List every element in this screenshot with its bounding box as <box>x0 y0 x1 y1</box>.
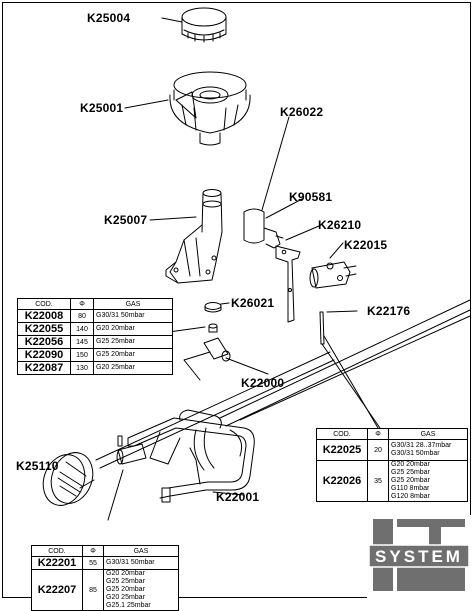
gas-cell: G20 20mbar G25 25mbar G25 20mbar G20 25m… <box>103 569 179 611</box>
gas-line: G110 8mbar <box>391 485 430 492</box>
gas-line: G30/31 28..37mbar <box>391 442 452 449</box>
control-knob-drawing <box>42 452 94 506</box>
header-cod: COD. <box>316 428 368 440</box>
gas-line: G30/31 50mbar <box>96 312 145 319</box>
table-row: K22008 80 G30/31 50mbar <box>17 309 173 323</box>
thermocouple-shield-drawing <box>243 208 284 249</box>
phi-cell: 145 <box>70 335 94 349</box>
code-cell: K22207 <box>31 569 83 611</box>
gas-cell: G30/31 50mbar <box>103 556 179 570</box>
table-row: K22026 35 G20 20mbar G25 25mbar G25 20mb… <box>316 460 468 502</box>
gas-cell: G20 20mbar G25 25mbar G25 20mbar G110 8m… <box>388 460 468 502</box>
phi-cell: 140 <box>70 322 94 336</box>
injector-drawing <box>203 323 231 362</box>
gas-line: G25 25mbar <box>106 578 145 585</box>
table-row: K22025 20 G30/31 28..37mbar G30/31 50mba… <box>316 439 468 461</box>
gas-line: G25.1 25mbar <box>106 602 151 609</box>
header-cod: COD. <box>17 298 71 310</box>
gas-line: G20 20mbar <box>391 461 430 468</box>
header-phi: Φ <box>367 428 389 440</box>
label-k26210: K26210 <box>318 218 362 232</box>
table-row: K22056 145 G25 25mbar <box>17 335 173 349</box>
burner-head-drawing <box>169 71 251 146</box>
spec-table-bottom: COD. Φ GAS K22201 55 G30/31 50mbar K2220… <box>31 545 179 611</box>
code-cell: K22056 <box>17 335 71 349</box>
gas-cell: G25 20mbar <box>93 348 173 362</box>
label-k22015: K22015 <box>344 238 388 252</box>
table-row: K22055 140 G20 20mbar <box>17 322 173 336</box>
phi-cell: 150 <box>70 348 94 362</box>
code-cell: K22090 <box>17 348 71 362</box>
system-logo: SYSTEM <box>367 515 471 598</box>
table-row: K22207 85 G20 20mbar G25 25mbar G25 20mb… <box>31 569 179 611</box>
header-gas: GAS <box>388 428 468 440</box>
header-phi: Φ <box>70 298 94 310</box>
valve-fitting-drawing <box>309 261 357 289</box>
gas-line: G20 20mbar <box>96 325 135 332</box>
phi-cell: 35 <box>367 460 389 502</box>
gas-line: G20 25mbar <box>96 364 135 371</box>
gas-cell: G20 25mbar <box>93 361 173 375</box>
table-row: K22090 150 G25 20mbar <box>17 348 173 362</box>
gas-line: G25 20mbar <box>391 477 430 484</box>
thermocouple-drawing <box>319 311 381 429</box>
header-gas: GAS <box>93 298 173 310</box>
spec-table-top: COD. Φ GAS K22008 80 G30/31 50mbar K2205… <box>17 298 173 375</box>
burner-tube-drawing <box>127 409 255 499</box>
phi-cell: 130 <box>70 361 94 375</box>
label-k90581: K90581 <box>289 190 333 204</box>
gas-line: G25 25mbar <box>391 469 430 476</box>
header-gas: GAS <box>103 545 179 557</box>
code-cell: K22087 <box>17 361 71 375</box>
code-cell: K22055 <box>17 322 71 336</box>
table-row: K22201 55 G30/31 50mbar <box>31 556 179 570</box>
label-k26022: K26022 <box>280 105 324 119</box>
gas-line: G20 20mbar <box>106 570 145 577</box>
header-cod: COD. <box>31 545 83 557</box>
burner-cap-drawing <box>181 7 227 43</box>
phi-cell: 80 <box>70 309 94 323</box>
label-k25001: K25001 <box>80 101 124 115</box>
gas-line: G20 25mbar <box>106 594 145 601</box>
gas-cell: G30/31 50mbar <box>93 309 173 323</box>
label-k25110: K25110 <box>16 459 59 473</box>
thermocouple-bracket-drawing <box>275 245 301 323</box>
burner-body-drawing <box>165 189 223 284</box>
logo-text: SYSTEM <box>375 547 463 566</box>
code-cell: K22026 <box>316 460 368 502</box>
spec-table-right: COD. Φ GAS K22025 20 G30/31 28..37mbar G… <box>316 428 468 502</box>
header-phi: Φ <box>82 545 104 557</box>
pilot-burner-drawing <box>116 435 201 503</box>
gas-line: G30/31 50mbar <box>391 450 440 457</box>
label-k22000: K22000 <box>241 376 285 390</box>
nut-drawing <box>204 302 222 313</box>
label-k26021: K26021 <box>231 296 275 310</box>
gas-cell: G30/31 28..37mbar G30/31 50mbar <box>388 439 468 461</box>
gas-line: G25 20mbar <box>96 351 135 358</box>
code-cell: K22008 <box>17 309 71 323</box>
gas-line: G25 20mbar <box>106 586 145 593</box>
label-k22001: K22001 <box>216 490 260 504</box>
table-row: K22087 130 G20 25mbar <box>17 361 173 375</box>
code-cell: K22201 <box>31 556 83 570</box>
phi-cell: 20 <box>367 439 389 461</box>
gas-line: G25 25mbar <box>96 338 135 345</box>
label-k25004: K25004 <box>87 11 131 25</box>
phi-cell: 85 <box>82 569 104 611</box>
gas-pipe-drawing <box>95 299 471 469</box>
label-k25007: K25007 <box>104 213 148 227</box>
label-k22176: K22176 <box>367 304 411 318</box>
code-cell: K22025 <box>316 439 368 461</box>
phi-cell: 55 <box>82 556 104 570</box>
gas-cell: G25 25mbar <box>93 335 173 349</box>
gas-cell: G20 20mbar <box>93 322 173 336</box>
gas-line: G30/31 50mbar <box>106 559 155 566</box>
gas-line: G120 8mbar <box>391 493 430 500</box>
